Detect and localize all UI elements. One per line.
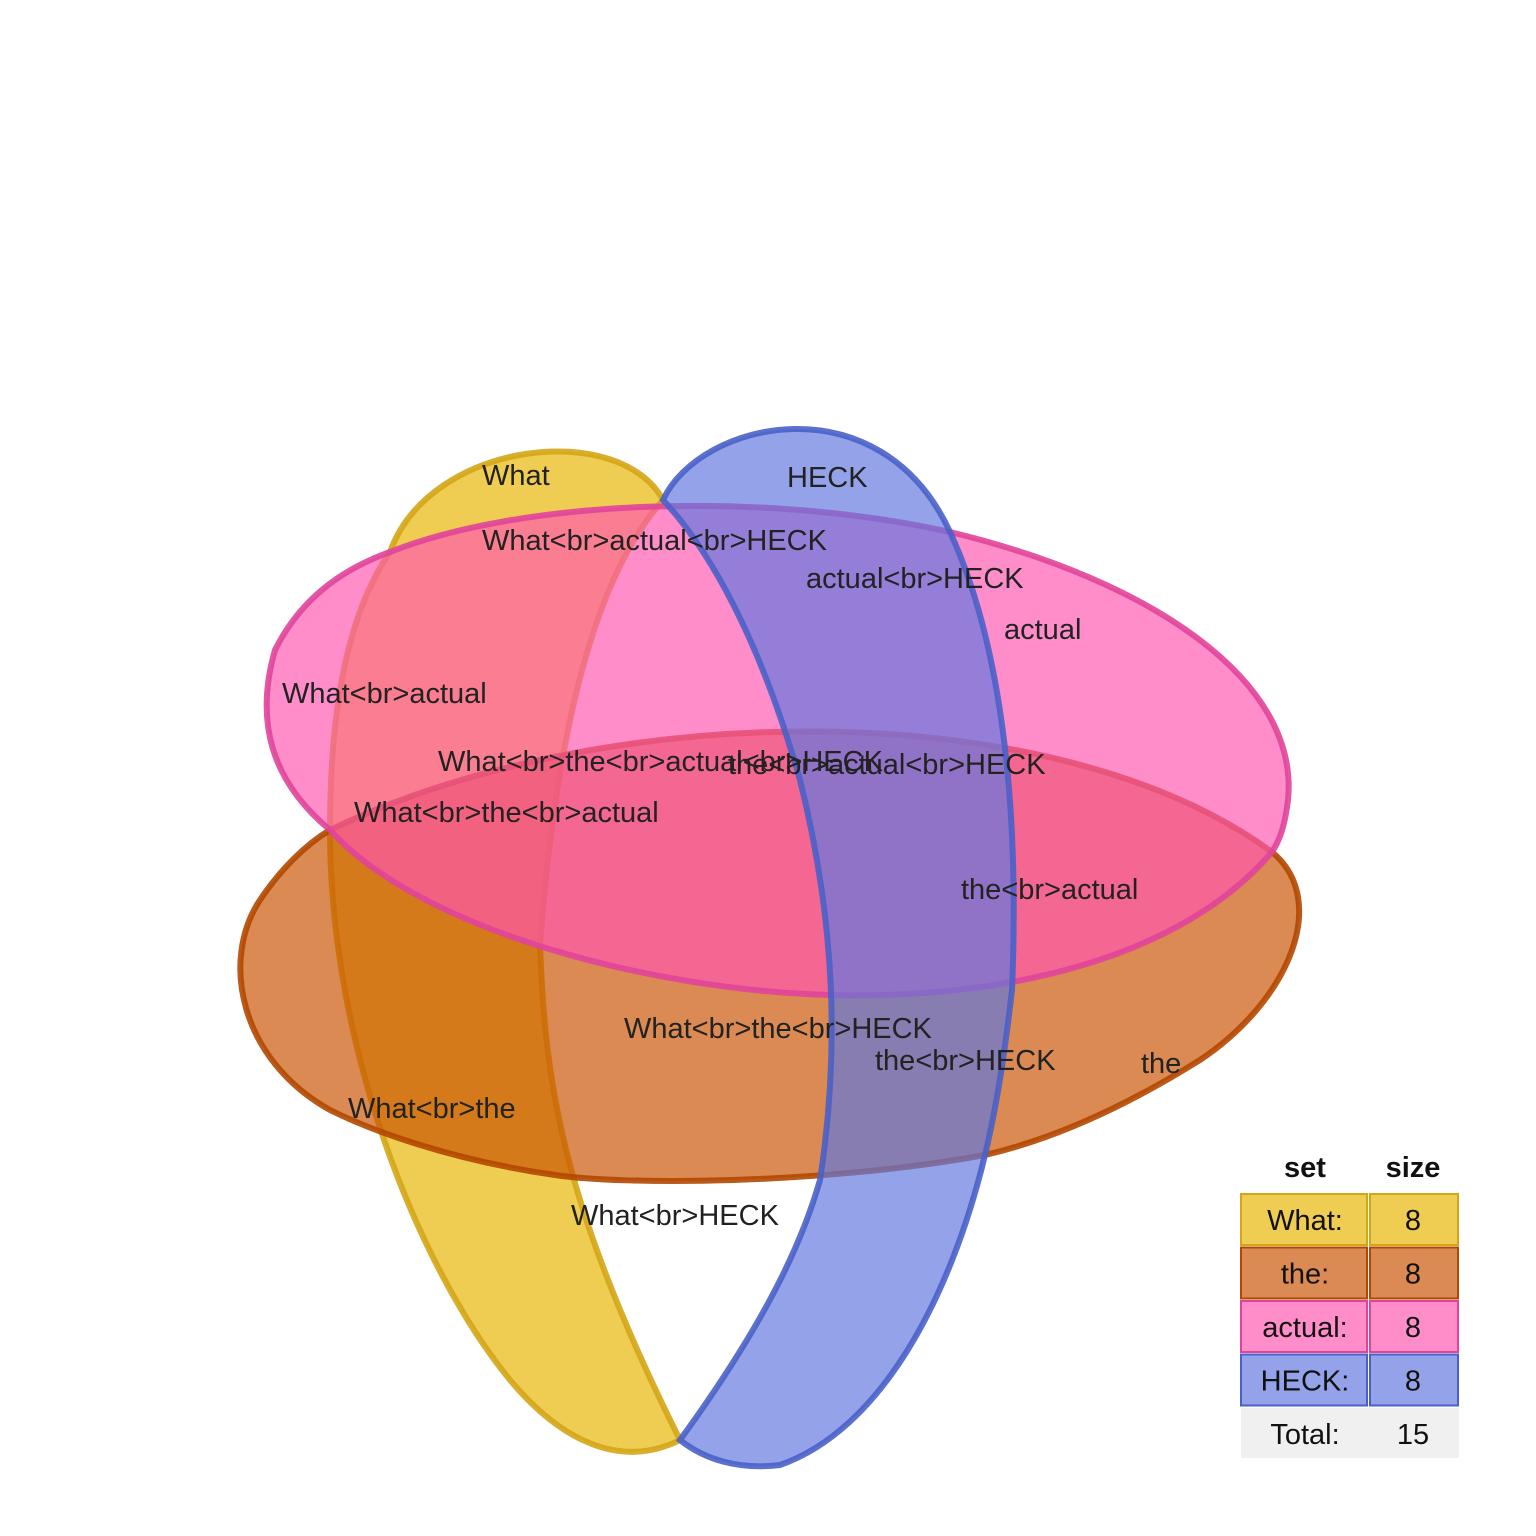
- region-label: What<br>the<br>actual<br>HECK: [438, 746, 884, 778]
- legend-set-cell: [1240, 1300, 1368, 1353]
- region-label: What: [482, 460, 550, 492]
- region-label: the<br>HECK: [875, 1045, 1056, 1077]
- legend-set-label: What:: [1267, 1205, 1343, 1237]
- region-label: HECK: [787, 462, 868, 494]
- legend-set-size: 8: [1405, 1366, 1421, 1398]
- legend-total-label: Total:: [1270, 1419, 1339, 1451]
- region-label: What<br>actual: [282, 678, 487, 710]
- legend-size-cell: [1369, 1353, 1459, 1407]
- legend-set-label: HECK:: [1261, 1366, 1350, 1398]
- legend-total-row: [1241, 1408, 1459, 1458]
- legend-size-cell: [1369, 1193, 1459, 1246]
- region-label: the<br>actual<br>HECK: [728, 749, 1046, 781]
- legend-header-size: size: [1386, 1152, 1441, 1184]
- legend-set-size: 8: [1405, 1259, 1421, 1291]
- region-label: What<br>the<br>HECK: [624, 1013, 933, 1045]
- legend-set-cell: [1240, 1353, 1368, 1407]
- legend-header-set: set: [1284, 1152, 1326, 1184]
- region-label: What<br>HECK: [571, 1200, 780, 1232]
- region-label: actual: [1004, 614, 1081, 646]
- legend-size-cell: [1369, 1246, 1459, 1300]
- legend-total-value: 15: [1397, 1419, 1429, 1451]
- region-label: the: [1141, 1048, 1181, 1080]
- legend-set-cell: [1240, 1246, 1368, 1300]
- legend-size-cell: [1369, 1300, 1459, 1353]
- region-label: What<br>actual<br>HECK: [482, 525, 828, 557]
- region-label: the<br>actual: [961, 874, 1138, 906]
- legend-set-cell: [1240, 1193, 1368, 1246]
- legend-set-size: 8: [1405, 1205, 1421, 1237]
- region-label: actual<br>HECK: [806, 563, 1024, 595]
- legend-set-label: actual:: [1262, 1312, 1347, 1344]
- region-label: What<br>the: [348, 1093, 516, 1125]
- legend-set-size: 8: [1405, 1312, 1421, 1344]
- legend-set-label: the:: [1281, 1259, 1329, 1291]
- region-label: What<br>the<br>actual: [354, 797, 659, 829]
- set-heck-ellipse: [659, 426, 1017, 1470]
